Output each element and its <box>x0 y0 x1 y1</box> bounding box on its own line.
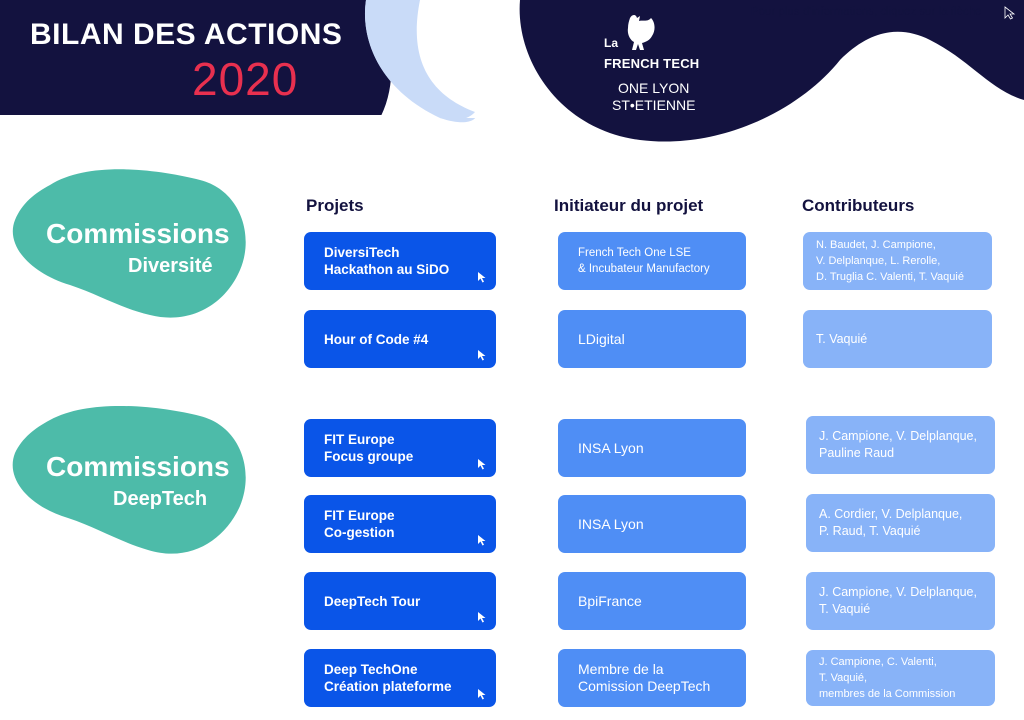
initiator-label: BpiFrance <box>578 592 642 609</box>
contributors-label: N. Baudet, J. Campione, V. Delplanque, L… <box>816 239 964 283</box>
contributors-cell: T. Vaquié <box>803 310 992 368</box>
project-label: DiversiTech Hackathon au SiDO <box>324 245 450 277</box>
commission-title-1: Commissions <box>46 218 230 249</box>
project-button-hour-of-code[interactable]: Hour of Code #4 <box>304 310 496 368</box>
project-label: Hour of Code #4 <box>324 331 429 347</box>
logo-la: La <box>604 36 619 50</box>
arrow-cursor-icon <box>478 689 486 700</box>
contributors-label: T. Vaquié <box>816 331 868 346</box>
contributors-cell: A. Cordier, V. Delplanque, P. Raud, T. V… <box>806 494 995 552</box>
initiator-cell: LDigital <box>558 310 746 368</box>
initiator-label: INSA Lyon <box>578 439 644 456</box>
arrow-cursor-icon <box>478 272 486 283</box>
commission-blob-diversite <box>12 169 246 318</box>
contributors-label: J. Campione, V. Delplanque, Pauline Raud <box>819 429 977 460</box>
column-header-contributeurs: Contributeurs <box>802 196 915 215</box>
commission-subtitle-2: DeepTech <box>113 488 208 510</box>
initiator-cell: BpiFrance <box>558 572 746 630</box>
logo-city-2: ST•ETIENNE <box>612 97 696 113</box>
contributors-cell: J. Campione, V. Delplanque, Pauline Raud <box>806 416 995 474</box>
project-button-fit-europe-cogestion[interactable]: FIT Europe Co-gestion <box>304 495 496 553</box>
commission-blob-deeptech <box>12 405 246 554</box>
arrow-cursor-icon <box>478 350 486 361</box>
initiator-cell: Membre de la Comission DeepTech <box>558 649 746 707</box>
info-link[interactable]: Pour plus d'informations, cliquez sur la… <box>751 6 982 18</box>
contributors-label: J. Campione, V. Delplanque, T. Vaquié <box>819 585 977 616</box>
contributors-label: A. Cordier, V. Delplanque, P. Raud, T. V… <box>819 507 963 538</box>
project-label: Deep TechOne Création plateforme <box>324 662 452 694</box>
arrow-cursor-icon <box>478 459 486 470</box>
arrow-cursor-icon[interactable] <box>1004 6 1018 20</box>
initiator-label: INSA Lyon <box>578 515 644 532</box>
project-button-deep-techone[interactable]: Deep TechOne Création plateforme <box>304 649 496 707</box>
logo-city-1: ONE LYON <box>618 80 690 96</box>
initiator-label: Membre de la Comission DeepTech <box>578 661 711 694</box>
arrow-cursor-icon <box>478 612 486 623</box>
project-label: DeepTech Tour <box>324 593 421 609</box>
contributors-cell: N. Baudet, J. Campione, V. Delplanque, L… <box>803 232 992 290</box>
logo-french-tech: FRENCH TECH <box>604 56 700 71</box>
contributors-cell: J. Campione, V. Delplanque, T. Vaquié <box>806 572 995 630</box>
column-header-initiateur: Initiateur du projet <box>554 196 704 215</box>
project-button-diversitech[interactable]: DiversiTech Hackathon au SiDO <box>304 232 496 290</box>
project-button-fit-europe-focus[interactable]: FIT Europe Focus groupe <box>304 419 496 477</box>
contributors-label: J. Campione, C. Valenti, T. Vaquié, memb… <box>819 656 956 700</box>
initiator-cell: INSA Lyon <box>558 419 746 477</box>
initiator-label: LDigital <box>578 330 625 347</box>
arrow-cursor-icon <box>478 535 486 546</box>
column-header-projets: Projets <box>306 196 364 215</box>
page-title: BILAN DES ACTIONS <box>30 18 343 51</box>
initiator-cell: French Tech One LSE & Incubateur Manufac… <box>558 232 746 290</box>
rooster-logo-icon <box>627 15 655 50</box>
page-year: 2020 <box>192 53 299 105</box>
commission-subtitle-1: Diversité <box>128 255 213 277</box>
contributors-cell: J. Campione, C. Valenti, T. Vaquié, memb… <box>806 650 995 706</box>
initiator-label: French Tech One LSE & Incubateur Manufac… <box>578 247 710 275</box>
project-label: FIT Europe Focus groupe <box>324 432 414 464</box>
initiator-cell: INSA Lyon <box>558 495 746 553</box>
project-label: FIT Europe Co-gestion <box>324 508 395 540</box>
commission-title-2: Commissions <box>46 451 230 482</box>
project-button-deeptech-tour[interactable]: DeepTech Tour <box>304 572 496 630</box>
